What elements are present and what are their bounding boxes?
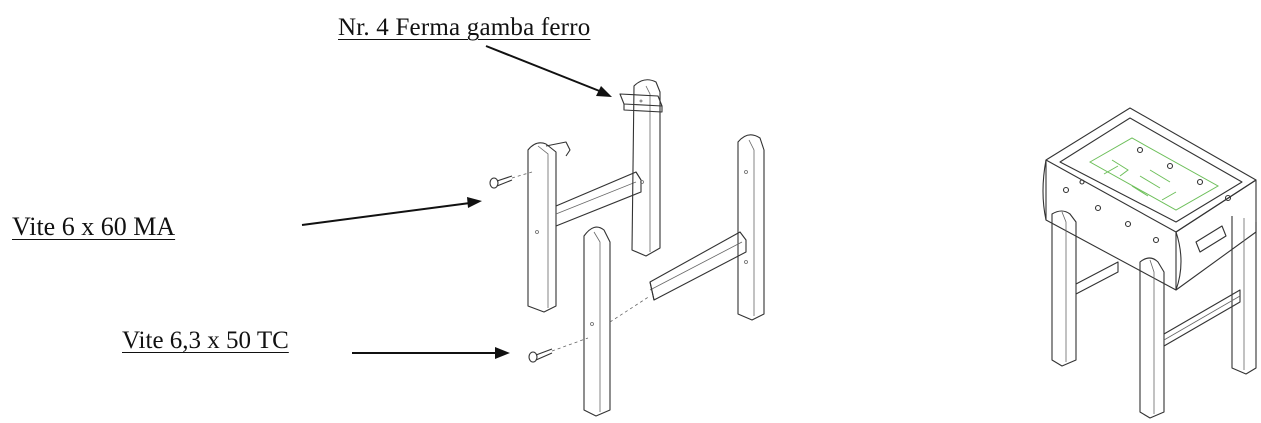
arrow-ferma — [485, 45, 612, 97]
label-vite-6-3x50: Vite 6,3 x 50 TC — [122, 327, 289, 354]
playfield-detail — [1088, 137, 1220, 211]
front-right-leg — [737, 134, 765, 321]
back-left-leg — [527, 141, 571, 313]
front-left-leg — [583, 226, 611, 417]
screw-6-3x50-lower — [528, 295, 651, 363]
lower-crossbar — [649, 231, 747, 301]
label-ferma-gamba: Nr. 4 Ferma gamba ferro — [338, 14, 591, 41]
iron-leg-stop — [619, 93, 663, 113]
back-right-leg — [631, 79, 661, 257]
label-vite-6x60: Vite 6 x 60 MA — [12, 212, 176, 241]
upper-crossbar — [555, 171, 642, 227]
assembled-table — [1042, 107, 1257, 419]
screw-6x60-upper — [489, 171, 533, 189]
leg-assembly-exploded — [489, 79, 765, 417]
arrow-vite-6x60 — [301, 197, 482, 226]
arrow-vite-6-3x50 — [352, 347, 510, 359]
